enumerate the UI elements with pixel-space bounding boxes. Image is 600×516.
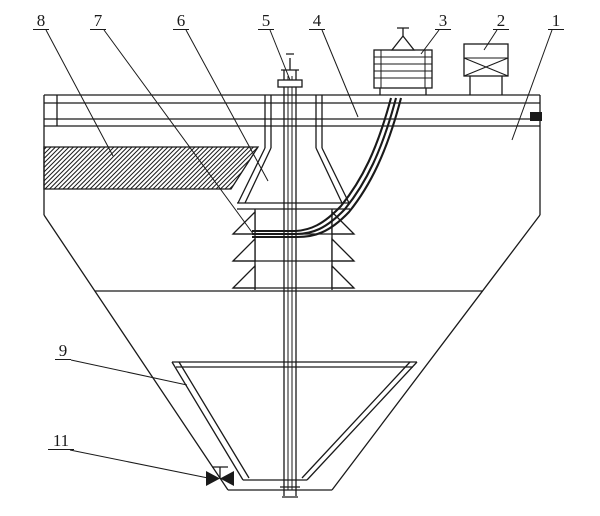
bottom-drain-valve bbox=[206, 466, 234, 486]
callout-labels: 8 7 6 5 4 3 2 1 9 11 bbox=[33, 11, 564, 479]
callout-leader-1 bbox=[511, 29, 553, 141]
callout-label-8: 8 bbox=[37, 11, 46, 30]
callout-label-3: 3 bbox=[439, 11, 448, 30]
callout-label-6: 6 bbox=[177, 11, 186, 30]
center-shaft bbox=[277, 53, 303, 498]
callout-leader-3 bbox=[420, 29, 440, 55]
callout-leader-9 bbox=[70, 359, 188, 386]
baffle-cone-stack bbox=[231, 209, 356, 290]
callout-leader-5 bbox=[269, 29, 291, 81]
callout-leader-7 bbox=[103, 29, 255, 236]
feed-pipe bbox=[252, 97, 403, 239]
callout-label-1: 1 bbox=[552, 11, 561, 30]
equipment-box bbox=[463, 43, 509, 95]
callout-leader-6 bbox=[185, 29, 269, 182]
callout-leader-2 bbox=[483, 29, 498, 51]
callout-leader-11 bbox=[69, 449, 209, 479]
callout-label-9: 9 bbox=[59, 341, 68, 360]
rim-detail-block bbox=[530, 112, 542, 121]
callout-label-4: 4 bbox=[313, 11, 322, 30]
callout-leader-4 bbox=[321, 29, 359, 118]
callout-label-2: 2 bbox=[497, 11, 506, 30]
drive-unit bbox=[373, 27, 433, 95]
callout-leader-8 bbox=[45, 29, 114, 157]
callout-label-7: 7 bbox=[94, 11, 103, 30]
callout-label-11: 11 bbox=[53, 431, 69, 450]
inclined-plate-pack bbox=[43, 146, 260, 190]
feedwell bbox=[237, 95, 350, 210]
callout-label-5: 5 bbox=[262, 11, 271, 30]
